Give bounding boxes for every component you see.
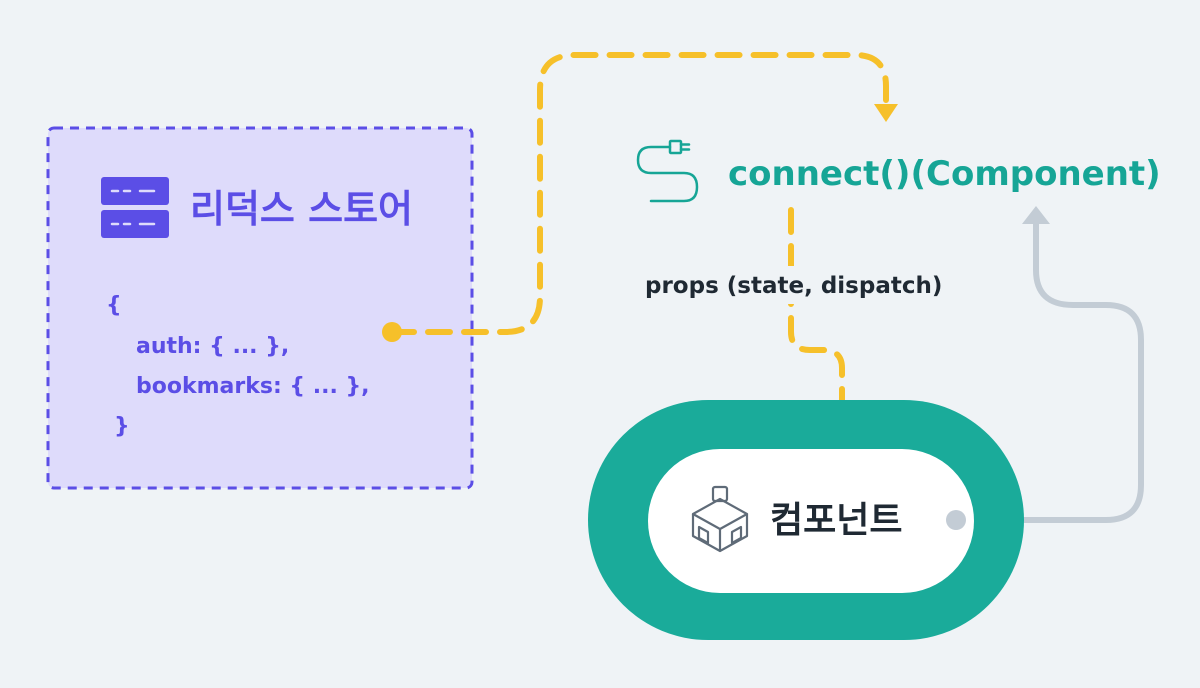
props-label: props (state, dispatch) (645, 273, 942, 299)
connect-label: connect()(Component) (728, 154, 1161, 194)
state-flow-start-dot (382, 322, 402, 342)
state-flow-arrowhead (874, 104, 898, 122)
component-label: 컴포넌트 (770, 500, 902, 541)
component-return-arrow (953, 206, 1144, 523)
component-output-dot (946, 510, 966, 530)
plug-cable-icon (636, 139, 699, 203)
store-state-code: { auth: { ... }, bookmarks: { ... }, } (106, 293, 369, 439)
component-cube-icon (691, 485, 749, 553)
store-title: 리덕스 스토어 (190, 187, 413, 231)
redux-store-box: 리덕스 스토어 { auth: { ... }, bookmarks: { ..… (46, 126, 474, 490)
connected-component-capsule: 컴포넌트 (588, 400, 1024, 640)
code-line-close: } (114, 414, 130, 439)
code-line-open: { (106, 293, 122, 318)
props-label-backdrop (640, 266, 944, 304)
code-line-auth: auth: { ... }, (136, 334, 289, 359)
code-line-bookmarks: bookmarks: { ... }, (136, 374, 369, 399)
return-arrowhead (1022, 206, 1050, 224)
component-inner-pill (648, 449, 974, 593)
state-flow-arrow (382, 52, 898, 342)
server-icon (101, 177, 169, 238)
